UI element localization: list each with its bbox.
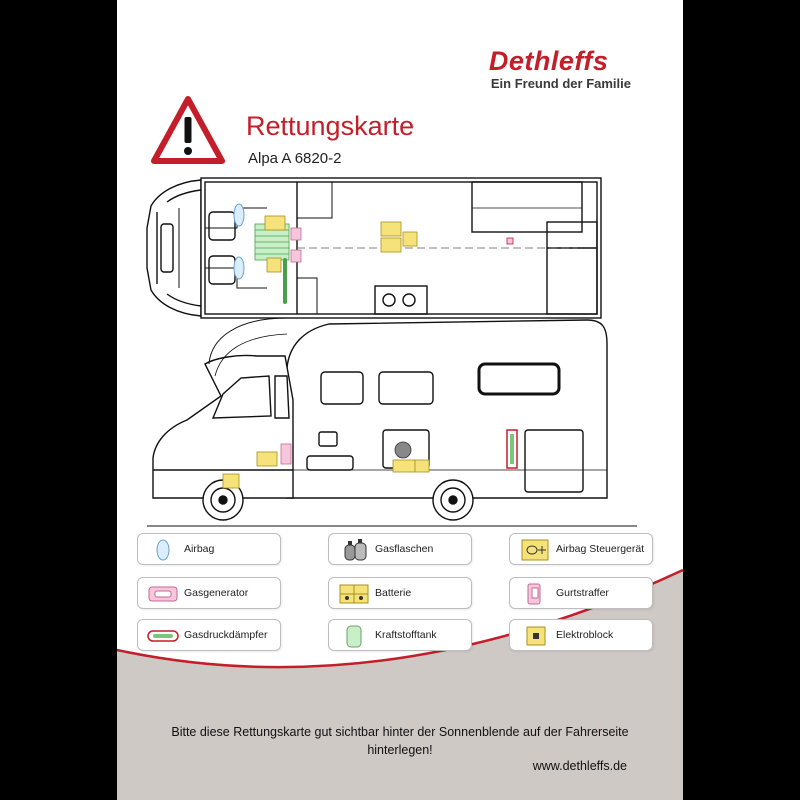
top-view xyxy=(146,177,602,319)
brand-name: Dethleffs xyxy=(488,46,609,76)
vehicle-model: Alpa A 6820-2 xyxy=(248,150,342,167)
legend-label: Elektroblock xyxy=(556,629,614,641)
legend-label: Gasdruckdämpfer xyxy=(184,629,268,641)
legend-label: Airbag Steuergerät xyxy=(556,543,645,555)
airbag-icon xyxy=(156,539,170,561)
legend-item-gas-generator: Gasgenerator xyxy=(137,577,281,609)
legend-label: Gurtstraffer xyxy=(556,587,609,599)
fuel-tank-icon xyxy=(346,625,362,648)
brand-tagline: Ein Freund der Familie xyxy=(490,76,631,91)
gas-cylinder-icon xyxy=(344,539,367,561)
electrical-block-icon xyxy=(526,626,546,646)
battery-icon xyxy=(339,584,369,604)
legend-label: Batterie xyxy=(375,587,412,599)
placement-notice: Bitte diese Rettungskarte gut sichtbar h… xyxy=(171,725,629,757)
legend-label: Gasflaschen xyxy=(375,543,434,555)
legend-label: Kraftstofftank xyxy=(375,629,437,641)
brand-logo: Dethleffs Ein Freund der Familie xyxy=(489,46,631,92)
legend-item-battery: Batterie xyxy=(328,577,472,609)
warning-triangle-icon xyxy=(151,96,225,164)
airbag-control-unit-icon xyxy=(521,539,549,561)
legend-label: Gasgenerator xyxy=(184,587,249,599)
rescue-card-page: Dethleffs Ein Freund der Familie Rettung… xyxy=(117,0,683,800)
legend-item-fuel-tank: Kraftstofftank xyxy=(328,619,472,651)
legend-item-airbag-control: Airbag Steuergerät xyxy=(509,533,653,565)
gas-damper-icon xyxy=(147,630,179,642)
vehicle-diagram xyxy=(146,177,637,527)
legend-label: Airbag xyxy=(184,543,215,555)
side-view xyxy=(147,317,637,527)
legend-item-electrical-block: Elektroblock xyxy=(509,619,653,651)
legend-item-gas-cylinders: Gasflaschen xyxy=(328,533,472,565)
legend-item-airbag: Airbag xyxy=(137,533,281,565)
legend-item-belt-tensioner: Gurtstraffer xyxy=(509,577,653,609)
legend-item-gas-damper: Gasdruckdämpfer xyxy=(137,619,281,651)
legend: Airbag Gasflaschen Airbag Steuergerät xyxy=(117,533,683,663)
website-link[interactable]: www.dethleffs.de xyxy=(532,759,627,773)
card-title: Rettungskarte xyxy=(246,111,415,141)
belt-tensioner-icon xyxy=(527,583,541,605)
gas-generator-icon xyxy=(148,586,178,602)
